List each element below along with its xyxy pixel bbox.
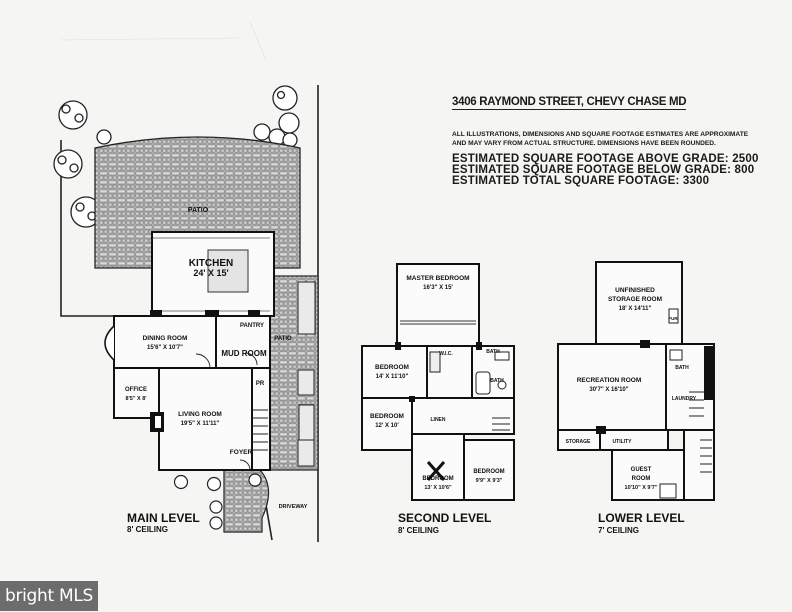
label-recreation-room: RECREATION ROOM — [577, 377, 642, 384]
label-bedroom-1-dim: 14' X 11'10" — [376, 374, 409, 380]
trees — [53, 85, 300, 228]
label-bath-2: BATH — [490, 378, 504, 384]
scan-artifacts — [59, 21, 267, 61]
label-pr: PR — [256, 381, 265, 387]
label-office-dim: 8'5" X 8' — [125, 396, 147, 402]
label-recreation-dim: 30'7" X 16'10" — [589, 387, 628, 393]
brightmls-watermark-logo: bright MLS — [0, 581, 98, 611]
label-dining-dim: 15'6" X 10'7" — [147, 345, 183, 351]
label-office: OFFICE — [125, 387, 147, 393]
label-driveway: DRIVEWAY — [279, 504, 308, 510]
label-foyer: FOYER — [230, 449, 253, 456]
second-level-ceiling: 8' CEILING — [398, 526, 440, 535]
label-guest: GUEST — [631, 467, 652, 473]
label-storage: STORAGE — [566, 439, 591, 445]
label-bedroom-4: BEDROOM — [473, 469, 504, 475]
label-patio: PATIO — [188, 207, 209, 214]
lower-level-title: LOWER LEVEL — [598, 511, 685, 525]
second-level-plan: MASTER BEDROOM 16'3" X 15' W.I.C. BATH B… — [361, 263, 515, 501]
label-laundry: LAUNDRY — [672, 396, 697, 402]
second-level-title: SECOND LEVEL — [398, 511, 492, 525]
label-bedroom-2-dim: 12' X 10' — [375, 423, 399, 429]
label-unfinished: UNFINISHED — [615, 287, 655, 294]
main-level-title: MAIN LEVEL — [127, 511, 200, 525]
label-storage-room-dim: 18' X 14'11" — [619, 306, 652, 312]
sqft-total: ESTIMATED TOTAL SQUARE FOOTAGE: 3300 — [452, 175, 710, 187]
label-bedroom-1: BEDROOM — [375, 364, 409, 371]
main-level-plan: PATIO KITCHEN 24' X 15' DINING ROOM 15'6… — [53, 85, 319, 542]
label-pantry: PANTRY — [240, 323, 264, 329]
property-address: 3406 RAYMOND STREET, CHEVY CHASE MD — [452, 96, 687, 110]
label-bedroom-3-dim: 13' X 10'6" — [424, 485, 452, 491]
label-storage-room: STORAGE ROOM — [608, 296, 662, 303]
label-living-dim: 19'5" X 11'11" — [181, 421, 220, 427]
lower-level-walls — [557, 261, 715, 501]
disclaimer-text: ALL ILLUSTRATIONS, DIMENSIONS AND SQUARE… — [452, 131, 749, 147]
label-bath-1: BATH — [486, 349, 500, 355]
lower-level-ceiling: 7' CEILING — [598, 526, 640, 535]
entry-walk — [223, 469, 270, 533]
lower-level-plan: UNFINISHED STORAGE ROOM 18' X 14'11" FUR… — [557, 261, 715, 501]
label-guest-room: ROOM — [632, 476, 651, 482]
label-living-room: LIVING ROOM — [178, 411, 222, 418]
label-mud-room: MUD ROOM — [221, 349, 267, 358]
label-lower-bath: BATH — [675, 365, 689, 371]
label-furnace: FUR — [668, 316, 678, 321]
label-kitchen-dim: 24' X 15' — [193, 268, 228, 278]
label-bedroom-4-dim: 9'9" X 9'3" — [476, 478, 503, 484]
label-dining-room: DINING ROOM — [143, 335, 188, 342]
label-wic: W.I.C. — [439, 351, 453, 357]
label-guest-dim: 10'10" X 9'7" — [625, 485, 658, 491]
label-kitchen: KITCHEN — [189, 258, 233, 269]
label-bedroom-2: BEDROOM — [370, 413, 404, 420]
label-master-bedroom: MASTER BEDROOM — [406, 275, 469, 282]
label-utility: UTILITY — [613, 439, 633, 445]
main-level-ceiling: 8' CEILING — [127, 525, 169, 534]
label-bedroom-3: BEDROOM — [422, 476, 453, 482]
sqft-above-grade: ESTIMATED SQUARE FOOTAGE ABOVE GRADE: 25… — [452, 153, 759, 165]
label-linen: LINEN — [431, 417, 446, 423]
sqft-below-grade: ESTIMATED SQUARE FOOTAGE BELOW GRADE: 80… — [452, 164, 755, 176]
label-master-dim: 16'3" X 15' — [423, 285, 453, 291]
label-side-patio: PATIO — [274, 336, 292, 342]
